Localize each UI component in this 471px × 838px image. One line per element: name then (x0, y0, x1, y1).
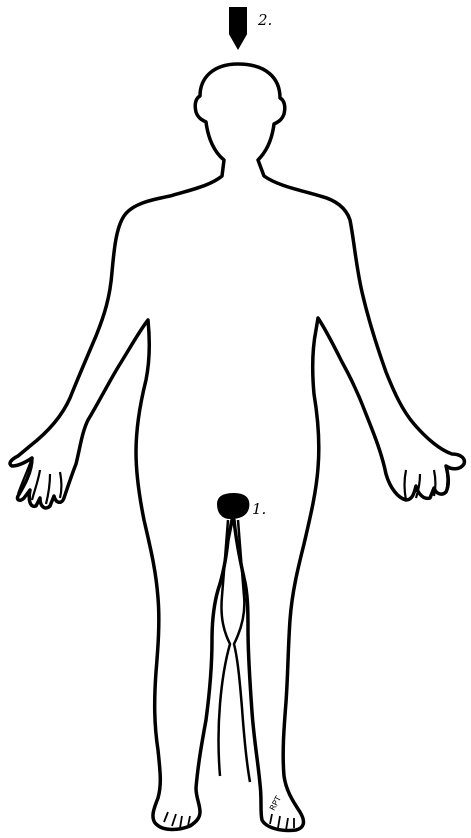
marker-2-label: 2. (258, 11, 272, 29)
body-outline (10, 64, 464, 831)
marker-1-blob (218, 494, 248, 518)
marker-2-arrow (230, 8, 246, 48)
inner-legs (219, 520, 251, 782)
marker-1-label: 1. (252, 500, 266, 518)
